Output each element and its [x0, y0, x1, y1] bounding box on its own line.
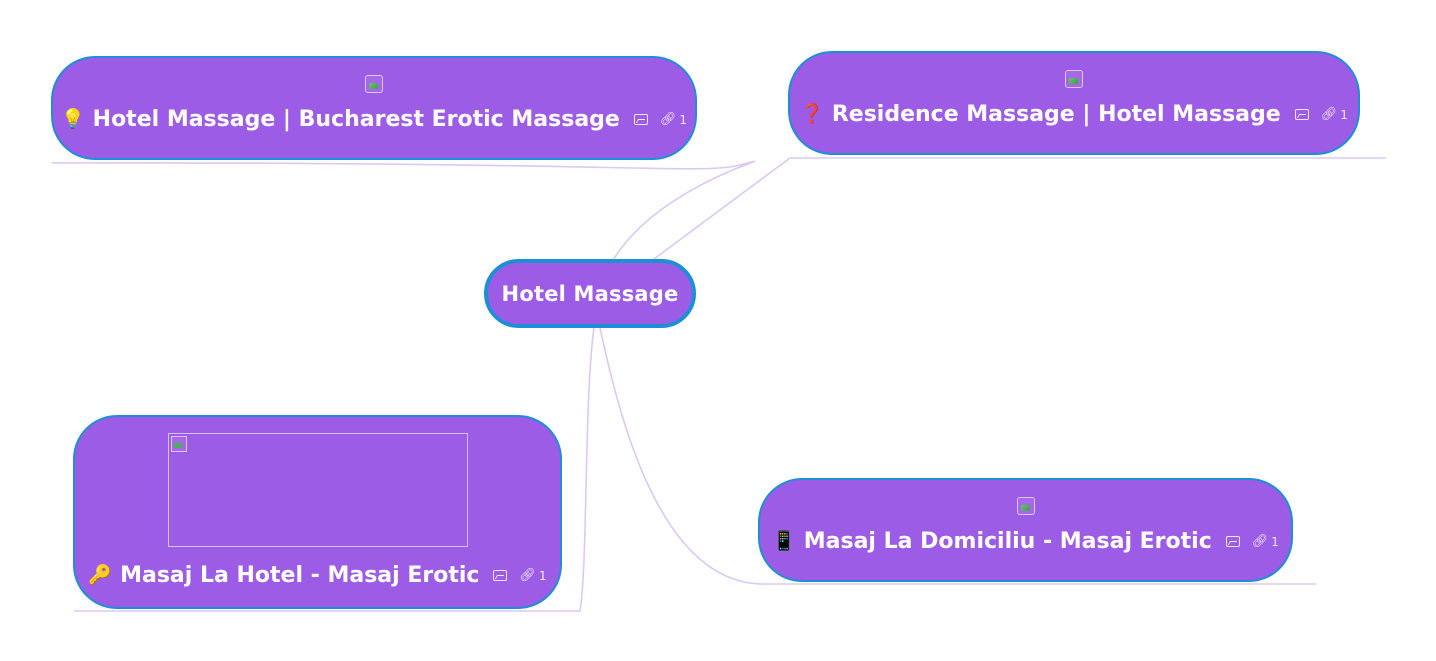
link-icon[interactable]: 🔗︎	[519, 568, 536, 583]
question-mark-icon: ❓	[800, 103, 824, 125]
central-topic-label: Hotel Massage	[501, 281, 679, 306]
topic-label: Masaj La Hotel - Masaj Erotic	[120, 563, 480, 588]
connector-topic-3	[74, 327, 595, 612]
connector-topic-1	[51, 160, 756, 263]
topic-hotel-massage-bucharest[interactable]: 💡 Hotel Massage | Bucharest Erotic Massa…	[51, 56, 697, 160]
link-icon[interactable]: 🔗︎	[1251, 534, 1269, 549]
link-count: 1	[1340, 107, 1348, 122]
topic-masaj-la-domiciliu[interactable]: 📱 Masaj La Domiciliu - Masaj Erotic 🔗︎ 1	[758, 478, 1293, 582]
broken-image-icon	[1016, 497, 1035, 515]
lightbulb-icon: 💡	[60, 108, 85, 130]
image-icon[interactable]	[1225, 536, 1240, 547]
mobile-phone-icon: 📱	[772, 530, 796, 552]
topic-label: Hotel Massage | Bucharest Erotic Massage	[92, 107, 620, 132]
image-icon[interactable]	[493, 570, 508, 581]
topic-residence-massage[interactable]: ❓ Residence Massage | Hotel Massage 🔗︎ 1	[788, 51, 1360, 155]
link-count: 1	[1271, 534, 1279, 549]
topic-meta: 🔗︎ 1	[1294, 107, 1348, 122]
broken-image-icon	[365, 75, 383, 93]
image-placeholder	[167, 433, 468, 547]
connector-topic-4	[599, 327, 1316, 585]
link-count: 1	[679, 112, 687, 127]
image-icon[interactable]	[1294, 109, 1309, 120]
link-icon[interactable]: 🔗︎	[1320, 107, 1338, 122]
key-icon: 🔑	[88, 564, 113, 586]
topic-meta: 🔗︎ 1	[493, 568, 547, 583]
link-count: 1	[538, 568, 547, 583]
topic-label: Masaj La Domiciliu - Masaj Erotic	[803, 529, 1212, 554]
central-topic[interactable]: Hotel Massage	[484, 259, 696, 328]
image-icon[interactable]	[633, 114, 648, 125]
topic-label: Residence Massage | Hotel Massage	[831, 102, 1281, 127]
topic-meta: 🔗︎ 1	[1225, 534, 1279, 549]
broken-image-icon	[1065, 70, 1083, 88]
topic-masaj-la-hotel[interactable]: 🔑 Masaj La Hotel - Masaj Erotic 🔗︎ 1	[73, 415, 562, 609]
topic-meta: 🔗︎ 1	[633, 112, 687, 127]
connector-topic-2	[649, 157, 1386, 263]
link-icon[interactable]: 🔗︎	[659, 112, 677, 127]
